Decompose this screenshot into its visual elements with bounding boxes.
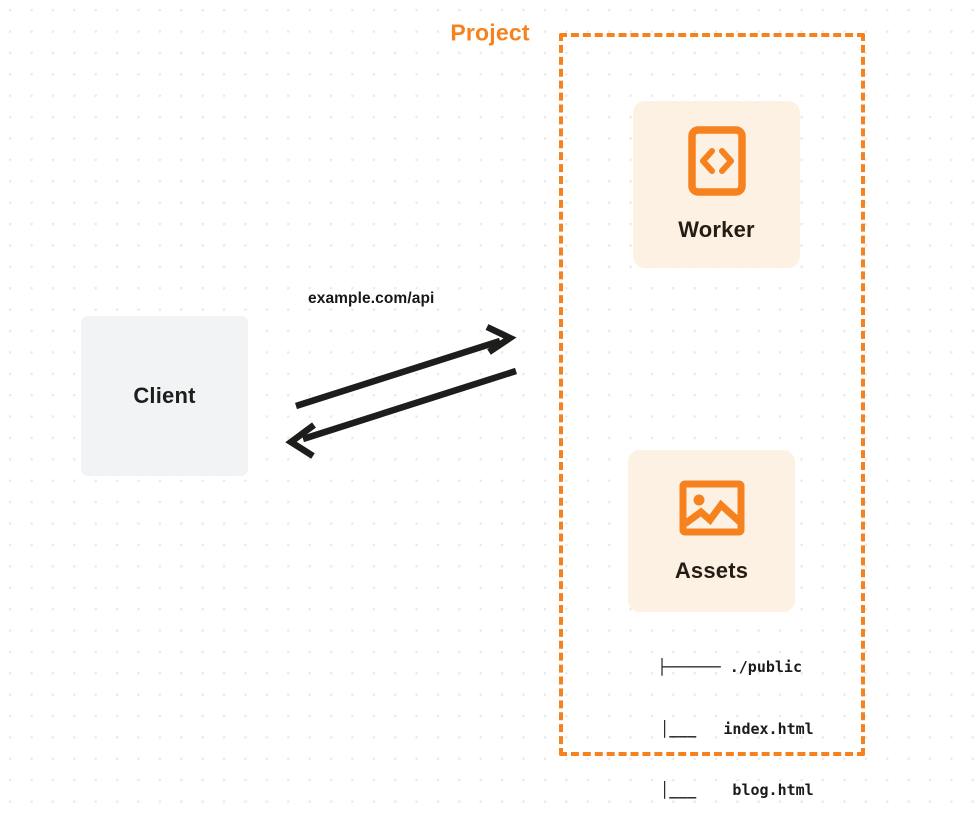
file-tree-row: │___ index.html (606, 719, 814, 738)
response-arrow (285, 367, 517, 459)
worker-card-label: Worker (678, 217, 755, 242)
image-icon (679, 479, 745, 542)
file-tree-row: ├────── ./public (657, 658, 803, 676)
project-title: Project (443, 19, 537, 47)
code-file-icon (687, 126, 746, 201)
worker-card: Worker (633, 101, 800, 268)
client-label: Client (133, 383, 196, 408)
connection-label: example.com/api (308, 290, 435, 307)
project-container (559, 33, 865, 756)
client-node: Client (81, 316, 248, 476)
file-tree: ├────── ./public │___ index.html │___ bl… (606, 616, 814, 818)
file-tree-row: │___ blog.html (606, 781, 814, 799)
request-arrow (295, 324, 517, 410)
assets-card: Assets (628, 450, 795, 612)
assets-card-label: Assets (674, 557, 749, 583)
